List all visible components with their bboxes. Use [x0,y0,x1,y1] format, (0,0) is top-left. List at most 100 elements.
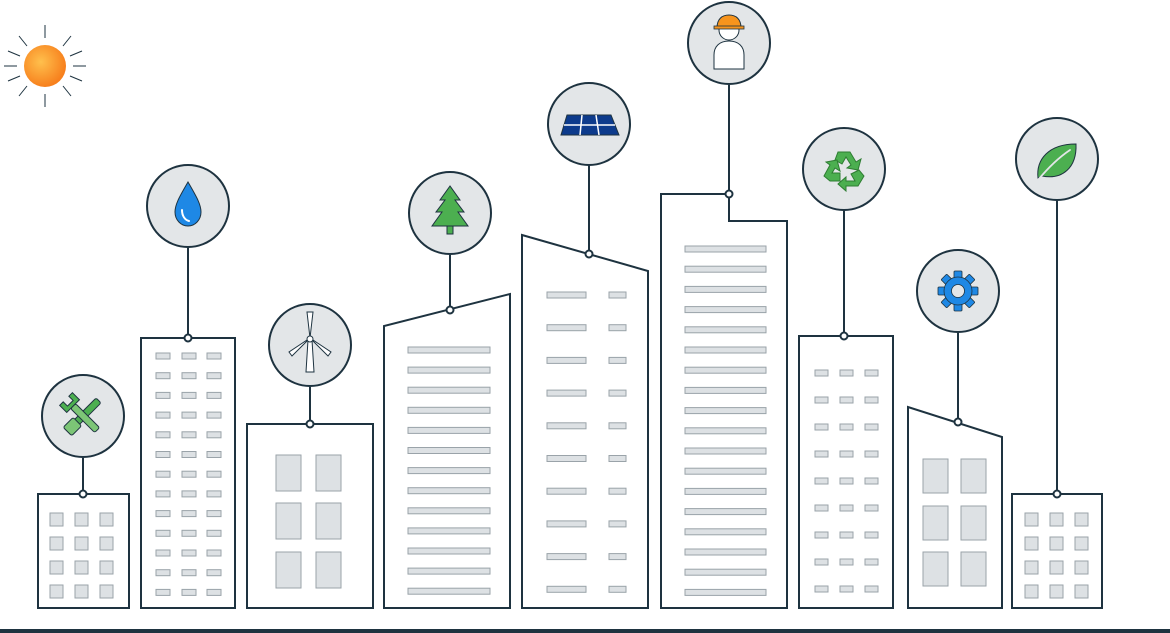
window [206,372,222,380]
window [206,588,222,596]
window [546,324,587,332]
window [814,585,829,593]
window [546,487,587,495]
window [49,560,64,575]
window [684,528,767,536]
connector-dots [78,189,1062,499]
window [684,548,767,556]
window [922,458,949,494]
wind-turbine-icon [268,303,352,387]
window [1024,584,1039,599]
window [546,455,587,462]
window [684,265,767,273]
window [155,352,171,360]
window [839,558,854,566]
window [546,356,587,364]
window [206,470,222,478]
window [839,369,854,377]
window [960,505,987,541]
window [839,585,854,593]
window [49,512,64,527]
window [181,549,197,557]
window [181,451,197,458]
window [407,406,491,414]
window [155,490,171,498]
window [181,529,197,537]
window [608,585,627,593]
ground-line [0,629,1170,633]
window [922,505,949,541]
window [99,536,114,551]
window [684,285,767,293]
window [684,508,767,516]
water-drop-icon [146,164,230,248]
window [49,584,64,599]
window [608,389,627,397]
window [608,291,627,299]
window [181,411,197,419]
window [684,326,767,334]
window [814,477,829,485]
window [206,549,222,557]
window [546,291,587,299]
window [1074,584,1089,599]
window [407,386,491,394]
window [407,487,491,495]
window [155,549,171,557]
window [608,324,627,332]
window [814,531,829,539]
tree-icon [408,171,492,255]
window [181,372,197,380]
building-6 [660,193,788,609]
window [864,504,879,512]
window [864,450,879,458]
window [99,584,114,599]
window [814,423,829,431]
leaf-icon [1015,117,1099,201]
window [839,531,854,539]
window [181,470,197,478]
window [1074,536,1089,551]
window [546,553,587,561]
sun-icon [4,25,86,107]
window [546,422,587,430]
window [155,529,171,537]
window [155,372,171,380]
window [155,411,171,419]
window [546,389,587,397]
window [684,407,767,415]
window [181,510,197,518]
window [315,454,342,492]
window [684,447,767,455]
window [1049,560,1064,575]
recycle-icon [802,127,886,211]
window [864,585,879,593]
window [1074,560,1089,575]
window [922,551,949,587]
window [814,504,829,512]
window [684,588,767,596]
window [407,527,491,535]
building-1 [37,493,130,609]
window [839,450,854,458]
window [74,536,89,551]
window [608,520,627,528]
window [155,451,171,458]
solar-panel-icon [547,82,631,166]
tools-icon [41,374,125,458]
window [684,245,767,253]
window [155,431,171,439]
window [275,502,302,540]
window [206,431,222,439]
window [684,366,767,374]
window [864,477,879,485]
window [74,512,89,527]
building-7 [798,335,894,609]
window [546,520,587,528]
window [814,396,829,404]
window [155,569,171,577]
window [839,423,854,431]
window [181,431,197,439]
window [181,490,197,498]
